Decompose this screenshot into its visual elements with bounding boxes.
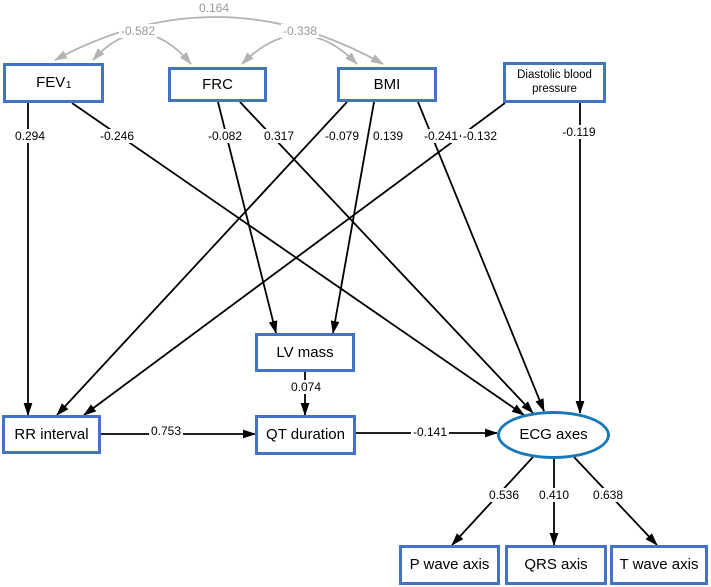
node-qrs: QRS axis xyxy=(505,545,607,585)
coef-cov-frc-bmi: -0.338 xyxy=(280,24,320,38)
node-dbp: Diastolic blood pressure xyxy=(503,62,606,103)
path-fev1-to-ecg xyxy=(71,102,525,416)
node-label-ecg: ECG axes xyxy=(519,426,588,444)
node-label-qrs: QRS axis xyxy=(524,556,588,574)
coef-ecg-to-pwave: 0.536 xyxy=(486,488,522,502)
node-label-fev1: FEV xyxy=(36,74,66,92)
node-label-pwave: P wave axis xyxy=(409,556,490,574)
coef-lvmass-to-qt: 0.074 xyxy=(288,380,324,394)
path-bmi-to-ecg xyxy=(417,101,545,412)
coef-bmi-to-ecg: -0.241 xyxy=(421,129,461,143)
node-label-qt: QT duration xyxy=(266,426,345,444)
coef-frc-to-ecg: 0.317 xyxy=(261,129,297,143)
coef-fev1-to-ecg: -0.246 xyxy=(97,129,137,143)
path-bmi-to-rr xyxy=(56,101,348,416)
coef-bmi-to-lvmass: 0.139 xyxy=(370,129,406,143)
node-lvmass: LV mass xyxy=(255,333,355,372)
coef-fev1-to-rr: 0.294 xyxy=(12,129,48,143)
covariance-frc-bmi xyxy=(241,34,358,65)
coef-ecg-to-qrs: 0.410 xyxy=(536,488,572,502)
node-label-lvmass: LV mass xyxy=(276,343,334,361)
path-bmi-to-lvmass xyxy=(330,101,375,334)
coef-frc-to-lvmass: -0.082 xyxy=(205,129,245,143)
node-label-bmi: BMI xyxy=(373,75,401,93)
node-pwave: P wave axis xyxy=(399,545,500,585)
coef-ecg-to-twave: 0.638 xyxy=(590,488,626,502)
node-frc: FRC xyxy=(168,67,267,102)
covariance-fev1-bmi xyxy=(54,16,384,65)
path-frc-to-ecg xyxy=(239,101,534,414)
coef-cov-fev1-bmi: 0.164 xyxy=(196,1,232,15)
node-label-frc: FRC xyxy=(202,75,233,93)
coef-dbp-to-ecg: -0.119 xyxy=(560,125,598,139)
node-twave: T wave axis xyxy=(610,545,708,585)
node-ecg: ECG axes xyxy=(497,411,610,459)
node-bmi: BMI xyxy=(337,67,437,102)
node-label-twave: T wave axis xyxy=(619,556,699,574)
path-arrows xyxy=(23,101,658,546)
covariance-arcs xyxy=(54,16,384,65)
node-label-rr: RR interval xyxy=(14,425,89,443)
coef-qt-to-ecg: -0.141 xyxy=(410,425,450,439)
covariance-fev1-frc xyxy=(92,33,192,65)
node-qt: QT duration xyxy=(255,415,356,455)
node-label-dbp: Diastolic blood pressure xyxy=(517,69,592,95)
coef-bmi-to-rr: -0.079 xyxy=(322,129,362,143)
node-rr: RR interval xyxy=(2,415,101,454)
path-dbp-to-rr xyxy=(83,102,506,416)
node-sublabel-fev1: 1 xyxy=(65,80,72,92)
coef-cov-fev1-frc: -0.582 xyxy=(118,24,158,38)
coef-rr-to-qt: 0.753 xyxy=(148,424,184,438)
coef-dbp-to-rr: -0.132 xyxy=(460,129,500,143)
